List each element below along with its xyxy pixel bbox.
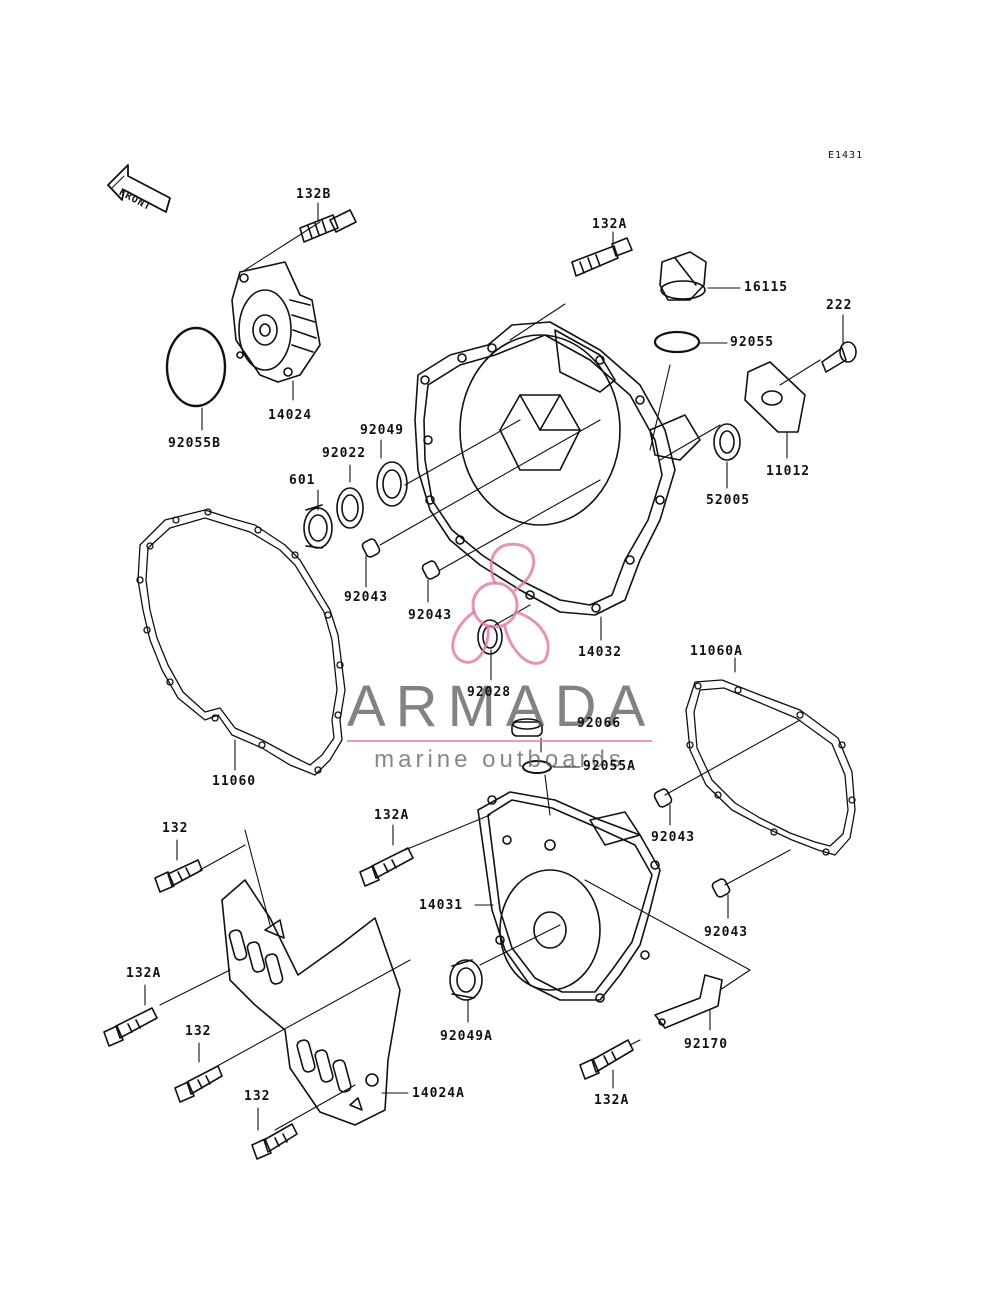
label-92170: 92170 — [684, 1037, 729, 1052]
label-92049: 92049 — [360, 423, 405, 438]
dowel-pin-92043-d — [711, 878, 731, 898]
label-92028: 92028 — [467, 685, 512, 700]
label-92022: 92022 — [322, 446, 367, 461]
label-92055: 92055 — [730, 335, 775, 350]
leader-lines — [144, 202, 844, 1131]
bolt-132-c — [251, 1123, 298, 1160]
screw-222 — [821, 341, 857, 373]
bolt-132-a — [154, 859, 203, 893]
label-92043-a: 92043 — [344, 590, 389, 605]
guard-14024a — [221, 879, 401, 1126]
label-16115: 16115 — [744, 280, 789, 295]
watermark-subtitle: marine outboards — [374, 746, 625, 773]
bolt-132a-mid — [359, 847, 414, 887]
label-92049a: 92049A — [440, 1029, 493, 1044]
bolt-132a-top — [571, 237, 633, 277]
bearing-601 — [303, 504, 333, 549]
label-52005: 52005 — [706, 493, 751, 508]
label-222: 222 — [826, 298, 853, 313]
washer-92022 — [336, 487, 364, 529]
o-ring-92055 — [653, 330, 701, 354]
label-14031: 14031 — [419, 898, 464, 913]
label-11060a: 11060A — [690, 644, 743, 659]
gasket-11060a — [685, 679, 856, 856]
label-92043-d: 92043 — [704, 925, 749, 940]
cover-plate-11012 — [744, 361, 806, 433]
label-92043-c: 92043 — [651, 830, 696, 845]
front-arrow-icon — [107, 164, 171, 213]
label-14024: 14024 — [268, 408, 313, 423]
watermark-title: ARMADA — [347, 674, 656, 739]
diagram-code: E1431 — [828, 150, 864, 161]
pulser-cover-14031 — [477, 791, 661, 1003]
label-132-a: 132 — [162, 821, 189, 836]
bearing-92049a — [449, 959, 483, 1001]
label-132a-left: 132A — [126, 966, 162, 981]
label-132a-bottom: 132A — [594, 1093, 630, 1108]
plug-92066 — [511, 718, 543, 737]
bolt-132a-left — [103, 1007, 158, 1047]
label-132-b: 132 — [185, 1024, 212, 1039]
clamp-92170 — [654, 974, 723, 1029]
label-92055a: 92055A — [583, 759, 636, 774]
dowel-pin-92043-c — [653, 788, 673, 808]
label-601: 601 — [289, 473, 316, 488]
bolt-132b — [299, 209, 357, 243]
dowel-pin-92043-b — [421, 560, 441, 580]
bolt-132-b — [174, 1065, 223, 1103]
label-132a-mid: 132A — [374, 808, 410, 823]
filler-cap-16115 — [659, 251, 707, 301]
label-92055b: 92055B — [168, 436, 221, 451]
dowel-pin-92043-a — [361, 538, 381, 558]
label-11012: 11012 — [766, 464, 811, 479]
gasket-11060 — [136, 508, 346, 776]
bolt-132a-bottom — [579, 1039, 634, 1080]
label-11060: 11060 — [212, 774, 257, 789]
clutch-cover-14032 — [414, 321, 701, 616]
label-14024a: 14024A — [412, 1086, 465, 1101]
label-92043-b: 92043 — [408, 608, 453, 623]
label-132b: 132B — [296, 187, 332, 202]
seal-52005 — [713, 423, 741, 461]
watermark-logo-icon — [451, 542, 550, 665]
watermark-divider — [347, 740, 652, 742]
label-132a-top: 132A — [592, 217, 628, 232]
label-132-c: 132 — [244, 1089, 271, 1104]
o-ring-92055b — [165, 326, 227, 408]
o-ring-92055a — [522, 760, 552, 774]
label-14032: 14032 — [578, 645, 623, 660]
seal-92049 — [376, 461, 408, 507]
water-pump-cover-14024 — [231, 261, 321, 383]
label-92066: 92066 — [577, 716, 622, 731]
